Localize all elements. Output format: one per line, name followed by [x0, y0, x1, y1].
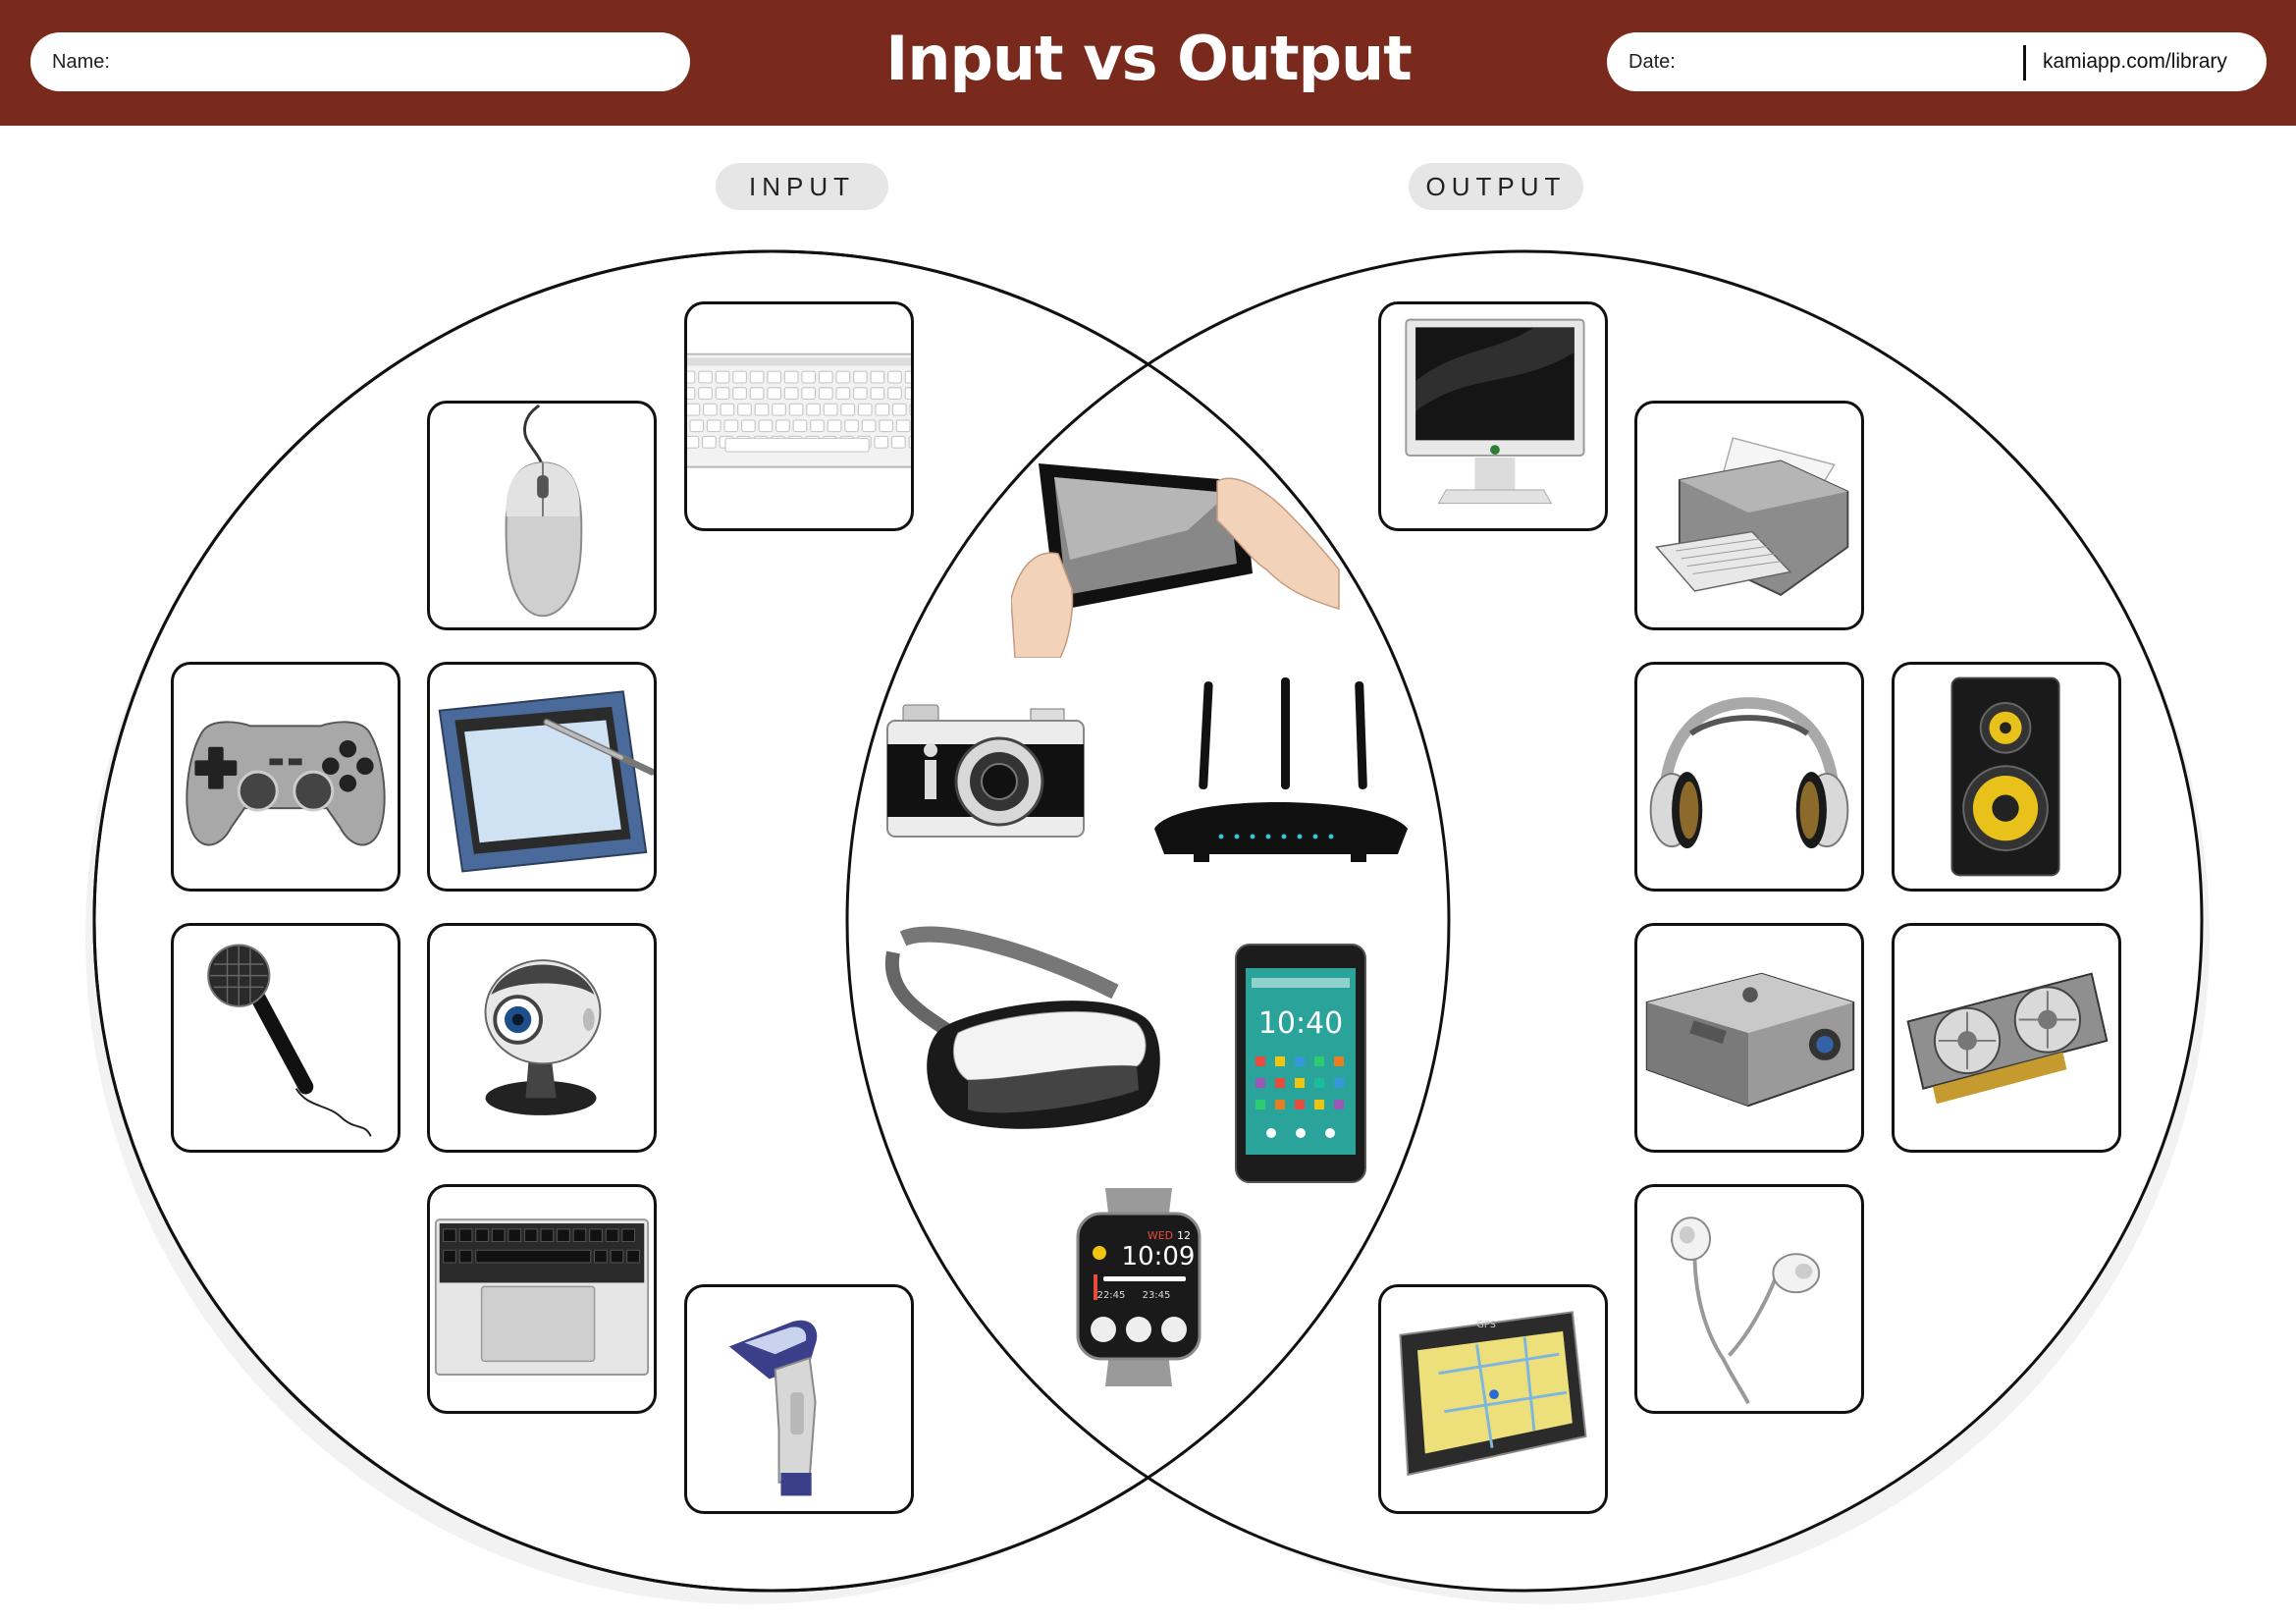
monitor-card[interactable]: [1378, 301, 1608, 531]
headphones-card[interactable]: [1634, 662, 1864, 892]
gps-card[interactable]: GPS: [1378, 1284, 1608, 1514]
monitor-icon: [1405, 318, 1585, 505]
webcam-card[interactable]: [427, 923, 657, 1153]
name-field[interactable]: Name:: [30, 32, 690, 91]
touch-tablet-image[interactable]: [1011, 452, 1345, 658]
smartphone-image[interactable]: 10:40: [1232, 941, 1369, 1186]
router-icon: [1154, 677, 1408, 862]
site-link[interactable]: kamiapp.com/library: [2043, 50, 2227, 73]
microphone-card[interactable]: [171, 923, 400, 1153]
webcam-icon: [484, 959, 602, 1115]
router-image[interactable]: [1135, 672, 1419, 878]
earphones-card[interactable]: [1634, 1184, 1864, 1414]
watch-day: WED: [1148, 1229, 1173, 1242]
drawing-tablet-icon: [438, 690, 654, 873]
mouse-card[interactable]: [427, 401, 657, 630]
game-controller-icon: [186, 721, 386, 846]
watch-date: 12: [1177, 1229, 1191, 1242]
microphone-icon: [207, 944, 372, 1137]
projector-card[interactable]: [1634, 923, 1864, 1153]
speaker-icon: [1950, 676, 2060, 877]
mouse-icon: [505, 404, 583, 618]
keyboard-card[interactable]: [684, 301, 914, 531]
smartwatch-image[interactable]: WED 12 10:09 22:45 23:45: [1070, 1186, 1207, 1388]
input-category-label: INPUT: [716, 163, 888, 210]
page-title: Input vs Output: [885, 23, 1413, 94]
date-label: Date:: [1629, 51, 1676, 73]
barcode-scanner-icon: [728, 1320, 818, 1496]
watch-time-b: 23:45: [1143, 1290, 1171, 1301]
laptop-keyboard-icon: [434, 1218, 650, 1376]
drawing-tablet-card[interactable]: [427, 662, 657, 892]
speaker-card[interactable]: [1892, 662, 2121, 892]
printer-card[interactable]: [1634, 401, 1864, 630]
camera-image[interactable]: [883, 703, 1090, 840]
name-label: Name:: [52, 51, 110, 73]
gps-label: GPS: [1476, 1320, 1496, 1330]
projector-icon: [1645, 972, 1855, 1108]
separator: [2023, 45, 2026, 81]
laptop-keyboard-card[interactable]: [427, 1184, 657, 1414]
vr-headset-icon: [884, 926, 1160, 1129]
graphics-card-icon: [1906, 972, 2109, 1105]
date-field[interactable]: Date: kamiapp.com/library: [1607, 32, 2267, 91]
barcode-scanner-card[interactable]: [684, 1284, 914, 1514]
keyboard-icon: [687, 352, 911, 468]
printer-icon: [1655, 437, 1849, 596]
smartphone-icon: 10:40: [1235, 944, 1366, 1183]
camera-icon: [886, 704, 1085, 838]
output-category-label: OUTPUT: [1409, 163, 1583, 210]
touch-tablet-icon: [1011, 463, 1340, 658]
gps-icon: GPS: [1399, 1311, 1587, 1477]
header-bar: Name: Input vs Output Date: kamiapp.com/…: [0, 0, 2296, 126]
watch-time: 10:09: [1122, 1242, 1196, 1271]
phone-clock: 10:40: [1258, 1006, 1343, 1041]
graphics-card-card[interactable]: [1892, 923, 2121, 1153]
vr-headset-image[interactable]: [880, 923, 1164, 1139]
earphones-icon: [1671, 1217, 1821, 1405]
watch-time-a: 22:45: [1097, 1290, 1126, 1301]
headphones-icon: [1649, 697, 1849, 849]
smartwatch-icon: WED 12 10:09 22:45 23:45: [1076, 1188, 1201, 1386]
game-controller-card[interactable]: [171, 662, 400, 892]
